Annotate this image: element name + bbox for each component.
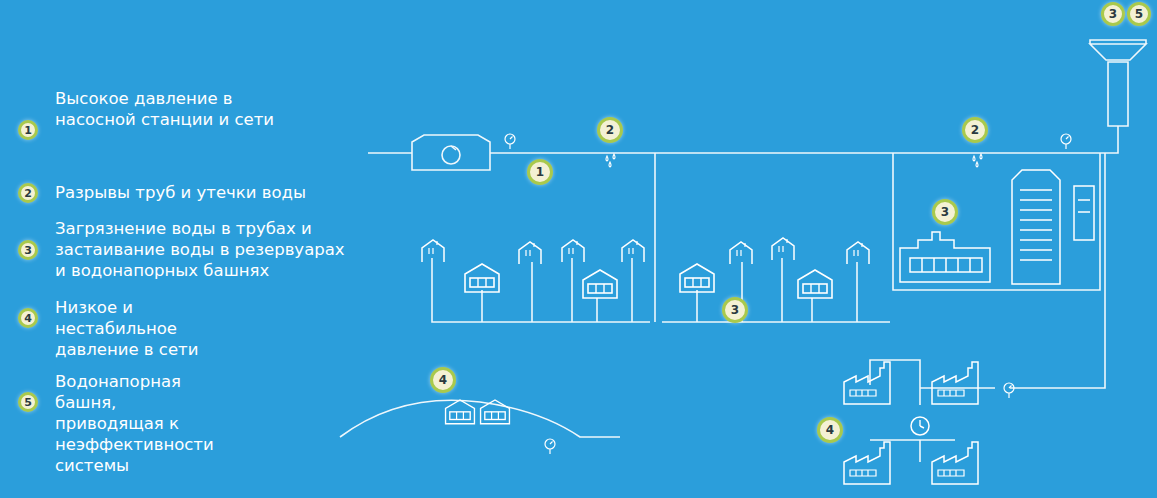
callout-number: 1 [18,120,38,140]
callout-number: 4 [18,308,38,328]
callout-number: 4 [430,367,456,393]
legend-text: Высокое давление в насосной станции и се… [55,88,295,130]
callout-number: 3 [932,199,958,225]
legend-text: Загрязнение воды в трубах и застаивание … [55,218,345,281]
legend-text: Разрывы труб и утечки воды [55,182,345,203]
legend-text: Низкое и нестабильное давление в сети [55,297,260,360]
callout-number: 1 [527,159,553,185]
callout-number: 2 [962,117,988,143]
callout-number: 3 [1101,2,1125,26]
callout-number: 4 [817,417,843,443]
callout-number: 5 [1127,2,1151,26]
callout-number: 5 [18,392,38,412]
callout-number: 2 [597,117,623,143]
callout-number: 3 [18,240,38,260]
callout-number: 3 [722,297,748,323]
callout-number: 2 [18,183,38,203]
legend-text: Водонапорная башня, приводящая к неэффек… [55,371,225,476]
